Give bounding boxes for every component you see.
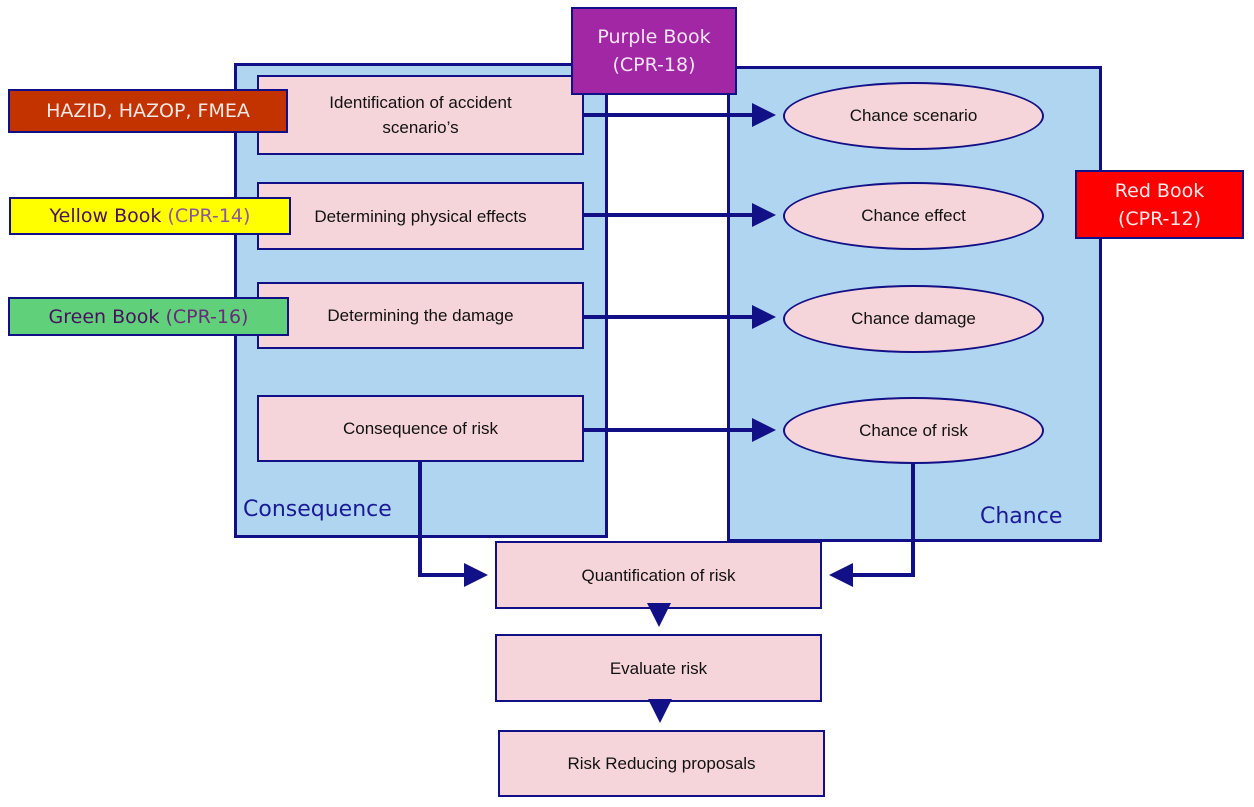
chance-of-risk-ellipse: Chance of risk xyxy=(783,397,1044,464)
quantification-of-risk-box: Quantification of risk xyxy=(495,541,822,609)
consequence-panel-label: Consequence xyxy=(243,497,392,522)
hazid-text: HAZID, HAZOP, FMEA xyxy=(46,100,250,122)
step-determining-damage: Determining the damage xyxy=(257,282,584,349)
flow-label: Risk Reducing proposals xyxy=(567,754,756,773)
purple-book-name: Purple Book xyxy=(597,26,711,48)
ellipse-label: Chance effect xyxy=(861,206,966,225)
red-book-code: (CPR-12) xyxy=(1117,207,1201,230)
step-label: Identification of accident scenario’s xyxy=(329,93,512,137)
arrow-chance-to-quantification xyxy=(829,464,915,587)
green-book-code: (CPR-16) xyxy=(165,305,249,328)
purple-book-code: (CPR-18) xyxy=(612,54,696,76)
arrow-consequence-to-quantification xyxy=(418,462,488,587)
hazid-hazop-fmea-label: HAZID, HAZOP, FMEA xyxy=(8,89,288,133)
yellow-book-label: Yellow Book (CPR-14) xyxy=(9,197,291,235)
step-label: Determining the damage xyxy=(327,306,514,325)
ellipse-label: Chance damage xyxy=(851,309,976,328)
ellipse-label: Chance of risk xyxy=(859,420,968,440)
chance-panel-label: Chance xyxy=(980,504,1063,529)
risk-reducing-proposals-box: Risk Reducing proposals xyxy=(498,730,825,797)
chance-scenario-ellipse: Chance scenario xyxy=(783,82,1044,150)
step-consequence-of-risk: Consequence of risk xyxy=(257,395,584,462)
green-book-name: Green Book xyxy=(48,305,160,328)
step-label: Consequence of risk xyxy=(343,419,498,438)
yellow-book-name: Yellow Book xyxy=(49,205,162,227)
red-book-label: Red Book (CPR-12) xyxy=(1075,170,1244,239)
flow-label: Evaluate risk xyxy=(609,658,708,678)
chance-damage-ellipse: Chance damage xyxy=(783,285,1044,353)
step-identification-scenarios: Identification of accident scenario’s xyxy=(257,75,584,155)
flow-label: Quantification of risk xyxy=(581,565,736,585)
step-physical-effects: Determining physical effects xyxy=(257,182,584,250)
chance-effect-ellipse: Chance effect xyxy=(783,182,1044,250)
ellipse-label: Chance scenario xyxy=(849,106,978,125)
red-book-name: Red Book xyxy=(1114,179,1205,202)
step-label: Determining physical effects xyxy=(314,206,527,226)
green-book-label: Green Book (CPR-16) xyxy=(8,297,289,336)
yellow-book-code: (CPR-14) xyxy=(167,205,251,227)
purple-book-label: Purple Book (CPR-18) xyxy=(571,7,737,95)
